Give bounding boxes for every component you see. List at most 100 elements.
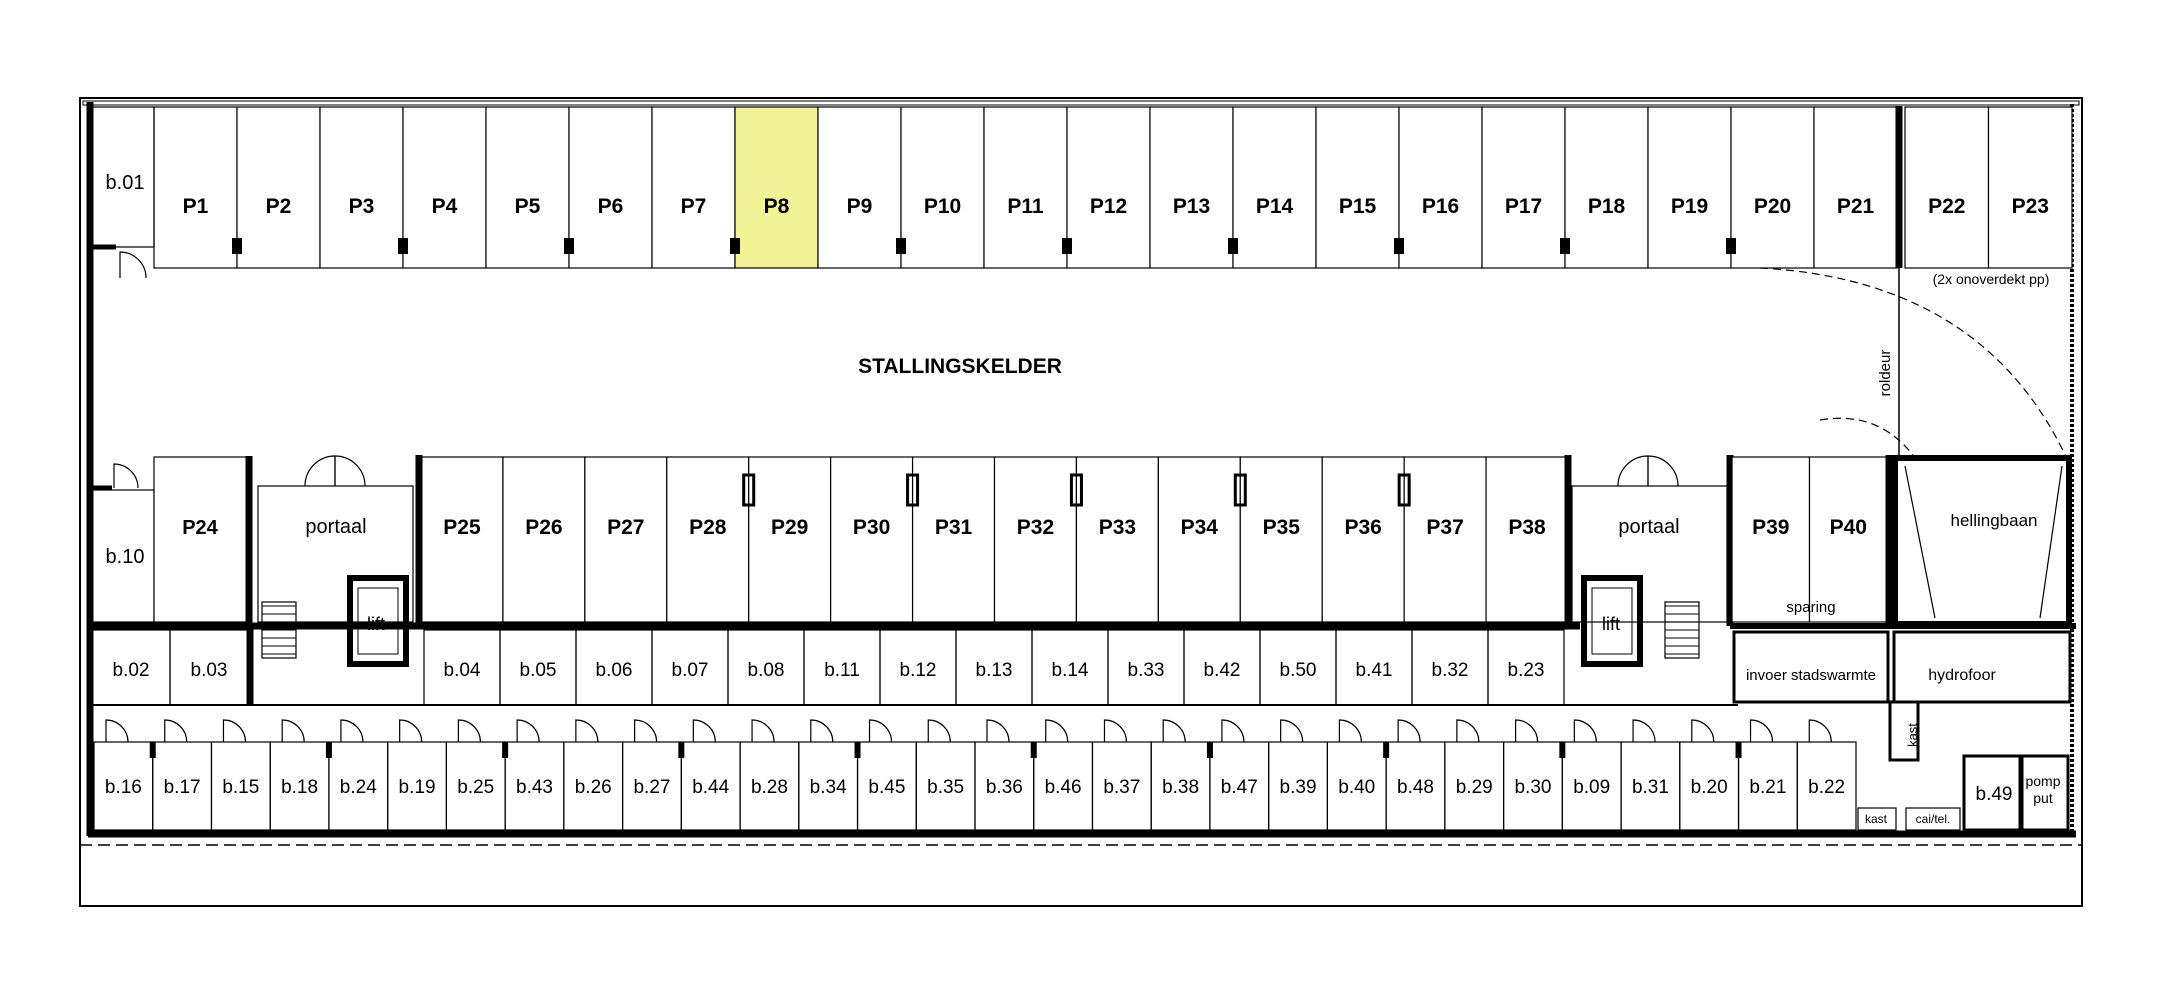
column [1062,238,1072,254]
service-room [1892,630,2072,704]
parking-spot [1315,106,1400,269]
parking-spot [1398,106,1483,269]
column [906,473,920,507]
parking-spot [1403,456,1487,623]
parking-spot-label: P16 [1422,195,1459,218]
lift-shaft-left-inner [357,587,399,655]
storage-label: b.18 [281,777,318,798]
parking-spot-label: P20 [1754,195,1791,218]
door [164,719,188,743]
storage-label: b.13 [976,660,1013,681]
parking-spot-label: P34 [1181,516,1219,539]
storage-label: b.14 [1052,660,1089,681]
door [334,455,366,487]
storage-b10: b.10 [106,546,145,568]
storage-label: b.03 [191,660,228,681]
door [281,719,305,743]
sparing-label: sparing [1786,599,1835,616]
hydrofoor-label: hydrofoor [1928,667,1996,684]
parking-spot-label: P33 [1099,516,1136,539]
column [742,473,756,507]
inner-frame [82,100,2080,106]
door [1045,719,1069,743]
storage-label: b.40 [1338,777,1375,798]
parking-spot [584,456,668,623]
cai-label: cai/tel. [1916,812,1951,826]
door [1632,719,1656,743]
door [516,719,540,743]
pomp-label: pomp [2025,773,2060,789]
parking-spot-label: P25 [443,516,481,539]
column [854,742,861,758]
column [149,742,156,758]
storage-label: b.17 [164,777,201,798]
storage-label: b.31 [1632,777,1669,798]
door [399,719,423,743]
parking-spot [993,456,1078,623]
parking-spot [568,106,653,269]
door [457,719,481,743]
parking-spot [1904,106,1990,269]
parking-spot [1321,456,1405,623]
door [1103,719,1128,743]
service-room [1732,630,1890,704]
parking-spot [1987,106,2073,269]
parking-spot [1157,456,1241,623]
door [810,719,834,743]
parking-spot-label: P3 [349,195,375,218]
door [1617,455,1649,487]
parking-spot-label: P13 [1173,195,1210,218]
parking-spot-label: P40 [1830,516,1867,539]
storage-label: b.34 [810,777,847,798]
door [105,719,129,743]
parking-spot-label: P8 [764,195,790,218]
kast-small: kast [1865,812,1888,826]
door [1162,719,1186,743]
storage-cell [91,106,155,248]
parking-spot-label: P6 [598,195,624,218]
door [1280,719,1304,743]
parking-spot-label: P15 [1339,195,1377,218]
roldeur-label: roldeur [1877,350,1894,397]
door [113,463,139,489]
door [986,719,1010,743]
storage-label: b.33 [1128,660,1165,681]
storage-label: b.43 [516,777,553,798]
parking-spot [983,106,1068,269]
door [1749,719,1774,743]
door [340,719,364,743]
end-note: (2x onoverdekt pp) [1933,271,2050,287]
column [1383,742,1390,758]
column [896,238,906,254]
storage-label: b.48 [1397,777,1434,798]
outer-frame [79,97,2083,907]
column [232,238,242,254]
parking-spot-label: P37 [1426,516,1463,539]
storage-label: b.12 [900,660,937,681]
parking-spot-label: P10 [924,195,961,218]
storage-b01: b.01 [106,172,145,194]
parking-spot-label: P27 [607,516,644,539]
parking-spot [1485,456,1569,623]
parking-spot [420,456,504,623]
parking-spot [1075,456,1159,623]
storage-label: b.38 [1162,777,1199,798]
column [1559,742,1566,758]
storage-label: b.20 [1691,777,1728,798]
door [751,719,775,743]
parking-spot-label: P7 [681,195,707,218]
storage-label: b.45 [868,777,905,798]
storage-label: b.29 [1456,777,1493,798]
parking-spot-label: P12 [1090,195,1127,218]
parking-spot-label: P19 [1671,195,1708,218]
parking-spot-label: P11 [1007,195,1044,218]
storage-label: b.30 [1514,777,1551,798]
parking-spot-label: P17 [1505,195,1542,218]
storage-cell [1487,629,1565,706]
storage-label: b.25 [457,777,494,798]
spot-P24: P24 [182,517,218,539]
column [325,742,332,758]
